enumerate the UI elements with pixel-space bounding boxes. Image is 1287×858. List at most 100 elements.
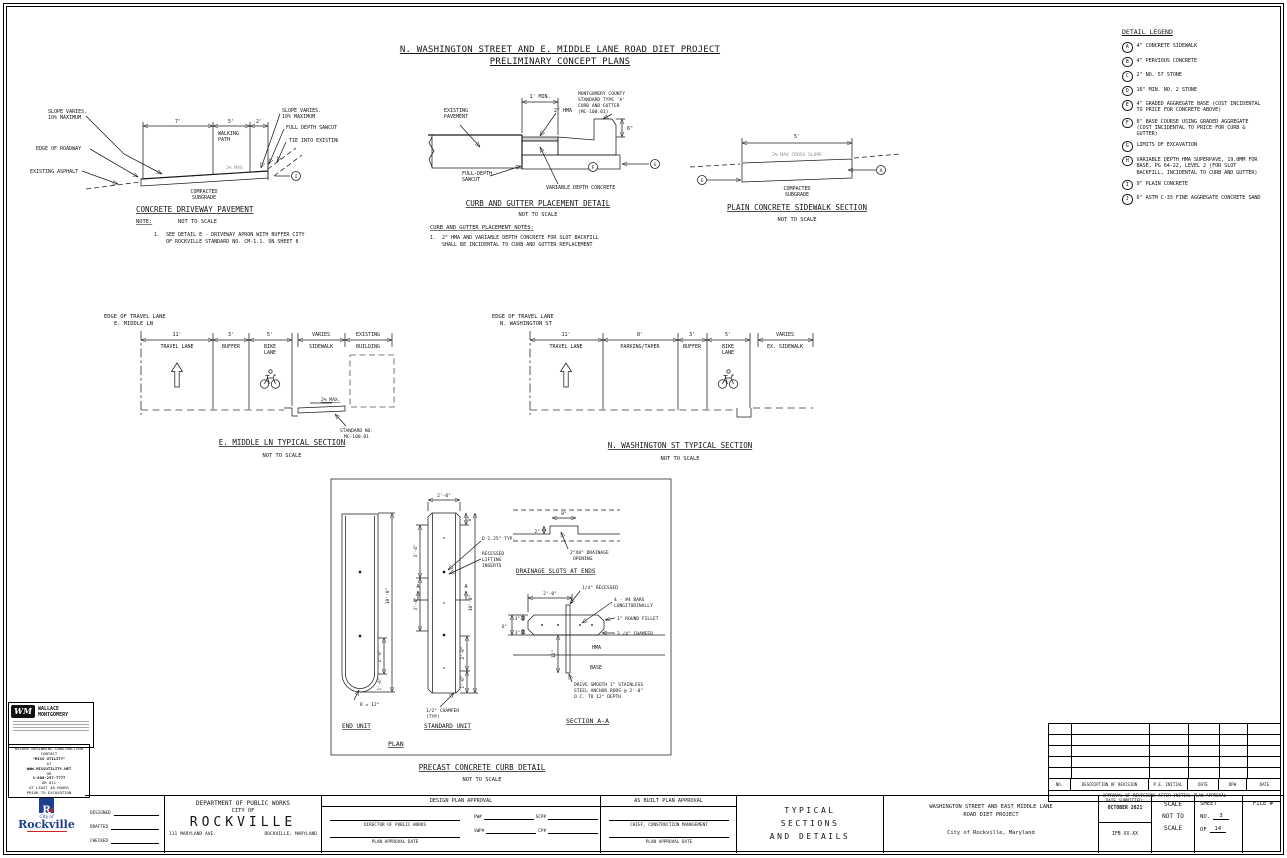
legend-key-g: G: [1122, 141, 1133, 152]
tb-chief-signature-line: [609, 820, 729, 821]
tb-project-line1: WASHINGTON STREET AND EAST MIDDLE LANE: [929, 804, 1053, 810]
driveway-slope-left-1: SLOPE VARIES.: [48, 109, 87, 115]
ml-standard-no-2: MC-100.01: [344, 434, 369, 440]
legend-key-f: F: [1122, 117, 1133, 129]
ws-edge-1: EDGE OF TRAVEL LANE: [492, 314, 554, 320]
ml-2pct-max: 2% MAX.: [321, 397, 340, 403]
tb-dept-line1: DEPARTMENT OF PUBLIC WORKS: [196, 800, 290, 807]
sw-ref-a: A: [880, 168, 883, 174]
tb-file-cell: FILE #: [1243, 796, 1283, 853]
legend-text-c: 2" NO. 57 STONE: [1136, 72, 1182, 78]
wallace-montgomery-logo-box: WM WALLACE MONTGOMERY: [8, 702, 94, 748]
tb-project-cell: WASHINGTON STREET AND EAST MIDDLE LANE R…: [884, 796, 1099, 853]
pc-recessed: RECESSED: [482, 551, 504, 557]
ws-dim-3: 3': [689, 332, 695, 338]
tb-pw-line: [483, 813, 534, 820]
driveway-ref-i: I: [295, 174, 298, 180]
revision-footer: APPROVAL OF REVISIONS AFTER INITIAL PLAN…: [1102, 793, 1227, 798]
revision-empty-row: [1049, 757, 1280, 768]
pc-su-dim-34a: 3'-4": [413, 545, 419, 558]
rockville-underline: [26, 831, 67, 832]
cg-mc-1: MONTGOMERY COUNTY: [578, 91, 625, 97]
tb-asbuilt-date-line: [609, 837, 729, 838]
ml-lane-travel: TRAVEL LANE: [160, 344, 193, 350]
driveway-walking-1: WALKING: [218, 131, 239, 137]
tb-design-approval-header: DESIGN PLAN APPROVAL: [322, 796, 600, 807]
tb-addr-1: 111 MARYLAND AVE.: [169, 832, 217, 837]
wm-name-line2: MONTGOMERY: [38, 711, 69, 718]
driveway-edge-of-roadway: EDGE OF ROADWAY: [36, 146, 81, 152]
pc-d125: D 1.25" TYP.: [482, 536, 515, 542]
rev-col-pe-initial: P.E. INITIAL: [1149, 779, 1188, 790]
rockville-wordmark: Rockville: [18, 818, 75, 831]
cg-existing-2: PAVEMENT: [444, 114, 468, 120]
pc-drainage-dim-2: 2": [534, 529, 540, 535]
driveway-existing-asphalt: EXISTING ASPHALT: [30, 169, 78, 175]
tb-permit-row2: SWP# CP#: [474, 827, 598, 834]
driveway-linework: [85, 122, 303, 190]
precast-drainage-slots: [513, 509, 620, 550]
tb-dept-line2: CITY OF: [231, 808, 255, 814]
pc-end-unit-label: END UNIT: [342, 723, 371, 730]
legend-text-j: 6" ASTM C-33 FINE AGGREGATE CONCRETE SAN…: [1136, 195, 1261, 202]
pc-recessed-quarter: 1/4" RECESSED: [582, 585, 618, 591]
driveway-note-line1: SEE DETAIL E - DRIVEWAY APRON WITH BUFFE…: [166, 232, 304, 238]
wallace-montgomery-logo-row: WM WALLACE MONTGOMERY: [11, 705, 91, 718]
rev-col-dpw: DPW: [1219, 779, 1247, 790]
legend-text-e: 4" GRADED AGGREGATE BASE (COST INCIDENTA…: [1136, 101, 1261, 114]
tb-file-label: FILE #: [1252, 801, 1274, 807]
cg-title: CURB AND GUTTER PLACEMENT DETAIL: [466, 199, 611, 208]
driveway-tie-into-existing: TIE INTO EXISTING DRIVEWAY: [289, 138, 338, 144]
sw-ref-g: G: [701, 178, 704, 184]
middle-ln-bike-symbol: [259, 369, 281, 389]
legend-key-d: D: [1122, 85, 1133, 96]
pc-title: PRECAST CONCRETE CURB DETAIL: [419, 763, 546, 772]
tb-director-signature-line: [330, 820, 460, 821]
pc-bars-1: 4 - #4 BARS: [614, 597, 645, 603]
ws-lane-bike-2: LANE: [722, 350, 734, 356]
tb-drafted-row: DRAFTED: [90, 816, 159, 830]
pc-rod-3: O.C. TO 12" DEPTH: [574, 694, 621, 700]
tb-project-line2: ROAD DIET PROJECT: [963, 812, 1019, 818]
ws-lane-bike-1: BIKE: [722, 344, 734, 350]
legend-key-h: H: [1122, 155, 1133, 167]
tb-scale-cell: SCALE NOT TO SCALE: [1152, 796, 1195, 853]
pc-s3b: 3": [515, 630, 520, 636]
pc-standard-unit-label: STANDARD UNIT: [424, 723, 471, 730]
tb-designed-label: DESIGNED: [90, 811, 111, 816]
washington-bike-symbol: [717, 369, 739, 389]
cg-notes-title: CURB AND GUTTER PLACEMENT NOTES:: [430, 225, 534, 231]
ml-dim-existing: EXISTING: [356, 332, 380, 338]
driveway-full-depth-sawcut: FULL DEPTH SAWCUT: [286, 125, 337, 131]
tb-department-cell: DEPARTMENT OF PUBLIC WORKS CITY OF ROCKV…: [165, 796, 322, 853]
driveway-compacted: COMPACTED: [190, 189, 217, 195]
cg-sawcut-1: FULL-DEPTH: [462, 171, 492, 177]
ws-scale: NOT TO SCALE: [661, 456, 700, 462]
ws-title: N. WASHINGTON ST TYPICAL SECTION: [608, 441, 753, 450]
wallace-montgomery-name: WALLACE MONTGOMERY: [38, 706, 68, 718]
pc-section-a-right: A: [464, 584, 467, 590]
driveway-dim-2: 2': [256, 119, 262, 125]
tb-asbuilt-cell: AS BUILT PLAN APPROVAL CHIEF, CONSTRUCTI…: [601, 796, 737, 853]
sheet-main-title: N. WASHINGTON STREET AND E. MIDDLE LANE …: [360, 44, 760, 68]
tb-sheet-label: SHEET: [1200, 801, 1217, 807]
mu-line-3: AT: [46, 760, 52, 766]
tb-date-cell: DATE SUBMITTED: OCTOBER 2021 IFB XX-XX: [1099, 796, 1152, 853]
legend-key-c: C: [1122, 71, 1133, 82]
ml-lane-sidewalk: SIDEWALK: [309, 344, 333, 350]
driveway-slope-right-2: 10% MAXIMUM: [282, 114, 315, 120]
curb-gutter-placement-detail: EXISTING PAVEMENT 1' MIN. 2" HMA MONTGOM…: [428, 91, 660, 248]
tb-typical: TYPICAL: [784, 806, 836, 815]
rev-col-description: DESCRIPTION OF REVISION: [1071, 779, 1149, 790]
cg-mc-3: CURB AND GUTTER: [578, 103, 620, 109]
driveway-scale: NOT TO SCALE: [178, 219, 217, 225]
mu-line-5: OR: [46, 770, 52, 776]
concrete-driveway-pavement-detail: SLOPE VARIES. 10% MAXIMUM EDGE OF ROADWA…: [30, 108, 338, 245]
plain-concrete-sidewalk-section: 5' 2% MAX CROSS SLOPE COMPACTED SUBGRADE…: [690, 134, 901, 223]
ml-standard-no-1: STANDARD NO.: [340, 428, 373, 434]
tb-scale-value1: NOT TO: [1162, 813, 1184, 820]
revision-empty-row: [1049, 768, 1280, 779]
pc-r12: R = 12": [360, 702, 379, 708]
